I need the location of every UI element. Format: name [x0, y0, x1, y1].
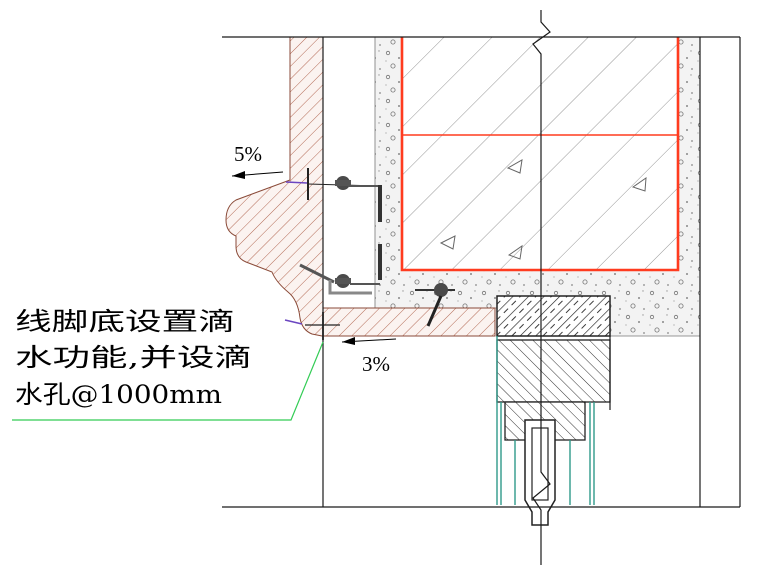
top-slope-indicator: 5%: [231, 142, 284, 179]
wood-block: [496, 295, 611, 337]
beam-anchor-strut: [426, 295, 443, 327]
bottom-slope-label: 3%: [362, 352, 390, 376]
top-slope-arrowhead: [232, 171, 245, 179]
note-line-2: 水功能,并设滴: [15, 343, 252, 372]
glazing-lines: [496, 336, 595, 505]
note-leader-line: [12, 341, 324, 421]
note-line-1: 线脚底设置滴: [15, 307, 235, 336]
upper-slope-mark: [285, 181, 308, 184]
note-line-3: 水孔@1000mm: [15, 380, 222, 409]
aggregate-triangle: [631, 176, 647, 192]
drip-note: 线脚底设置滴 水功能,并设滴 水孔@1000mm: [15, 307, 252, 409]
mullion-bolt: [531, 427, 549, 501]
top-slope-label: 5%: [234, 142, 262, 166]
drip-anchor: [284, 312, 340, 340]
lower-anchor: [299, 244, 382, 295]
upper-anchor: [285, 168, 382, 222]
window-frame-head: [496, 339, 611, 403]
beam-anchor-bolt: [434, 283, 448, 297]
drip-slope-mark: [284, 319, 303, 325]
bottom-slope-indicator: 3%: [341, 337, 397, 376]
lower-anchor-nut: [335, 278, 351, 284]
beam-anchor: [415, 283, 455, 327]
concrete-beam: [402, 37, 678, 270]
frame-lines: [222, 10, 741, 565]
upper-anchor-nut: [335, 180, 351, 186]
concrete-aggregate-marks: [439, 159, 647, 260]
bottom-slope-arrowhead: [342, 337, 355, 345]
lower-anchor-strut: [299, 263, 335, 284]
aggregate-triangle: [506, 159, 523, 174]
beam-edge-outline: [400, 37, 680, 272]
stone-cornice-molding: [225, 36, 496, 337]
aggregate-triangle: [439, 235, 456, 250]
lower-support-angle: [328, 280, 372, 295]
center-line-with-breaks: [532, 10, 551, 565]
aggregate-triangle: [507, 244, 523, 260]
